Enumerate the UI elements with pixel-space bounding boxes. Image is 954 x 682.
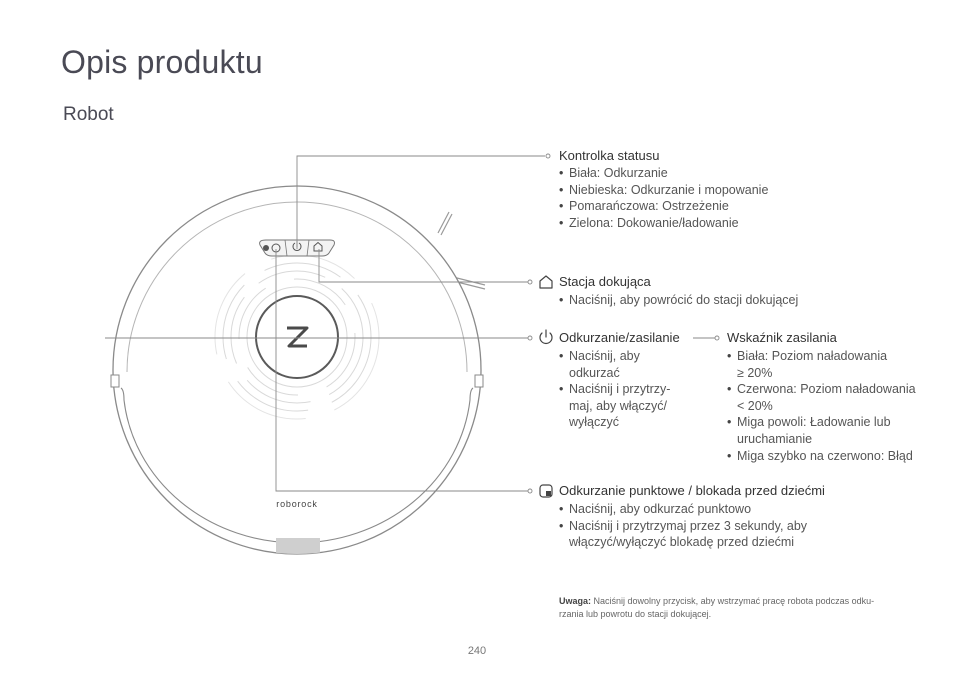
list-item: Naciśnij i przytrzy- maj, aby włączyć/ w… xyxy=(559,381,670,431)
power-button-title: Odkurzanie/zasilanie xyxy=(559,330,680,345)
side-brush-arm xyxy=(440,213,453,236)
charging-contact xyxy=(276,538,320,554)
right-notch xyxy=(474,374,484,388)
dock-button-list: Naciśnij, aby powrócić do stacji dokując… xyxy=(559,292,798,309)
spot-button-list: Naciśnij, aby odkurzać punktowo Naciśnij… xyxy=(559,501,807,551)
status-light-title: Kontrolka statusu xyxy=(559,148,660,163)
brand-z-logo xyxy=(287,326,309,348)
list-item: Naciśnij i przytrzymaj przez 3 sekundy, … xyxy=(559,518,807,551)
note-text-continued: rzania lub powrotu do stacji dokującej. xyxy=(559,609,712,619)
power-indicator-list: Biała: Poziom naładowania ≥ 20% Czerwona… xyxy=(727,348,916,464)
dock-button-title: Stacja dokująca xyxy=(559,274,651,289)
list-item: Niebieska: Odkurzanie i mopowanie xyxy=(559,182,768,199)
list-item: Naciśnij, aby odkurzać xyxy=(559,348,670,381)
power-icon xyxy=(539,329,553,344)
list-item: Biała: Odkurzanie xyxy=(559,165,768,182)
section-subtitle: Robot xyxy=(63,104,114,125)
left-notch xyxy=(110,374,120,388)
spot-button-title: Odkurzanie punktowe / blokada przed dzie… xyxy=(559,483,825,498)
list-item: Naciśnij, aby powrócić do stacji dokując… xyxy=(559,292,798,309)
list-item: Naciśnij, aby odkurzać punktowo xyxy=(559,501,807,518)
page-number: 240 xyxy=(467,645,487,657)
side-brush-arm xyxy=(437,211,450,234)
note-text: Naciśnij dowolny przycisk, aby wstrzymać… xyxy=(593,596,875,606)
callout-lines xyxy=(105,155,715,492)
spot-lock-icon xyxy=(539,484,553,498)
status-light-list: Biała: Odkurzanie Niebieska: Odkurzanie … xyxy=(559,165,768,231)
robot-brand-label: roborock xyxy=(276,499,317,509)
note: Uwaga: Naciśnij dowolny przycisk, aby ws… xyxy=(559,595,899,621)
home-icon xyxy=(539,275,553,289)
list-item: Miga szybko na czerwono: Błąd xyxy=(727,448,916,465)
list-item: Czerwona: Poziom naładowania < 20% xyxy=(727,381,916,414)
power-indicator-title: Wskaźnik zasilania xyxy=(727,330,837,345)
power-button-list: Naciśnij, aby odkurzać Naciśnij i przytr… xyxy=(559,348,670,431)
list-item: Pomarańczowa: Ostrzeżenie xyxy=(559,198,768,215)
page-title: Opis produktu xyxy=(61,44,263,80)
list-item: Biała: Poziom naładowania ≥ 20% xyxy=(727,348,916,381)
list-item: Miga powoli: Ładowanie lub uruchamianie xyxy=(727,414,916,447)
list-item: Zielona: Dokowanie/ładowanie xyxy=(559,215,768,232)
note-label: Uwaga: xyxy=(559,596,592,606)
callout-dots xyxy=(527,153,720,494)
